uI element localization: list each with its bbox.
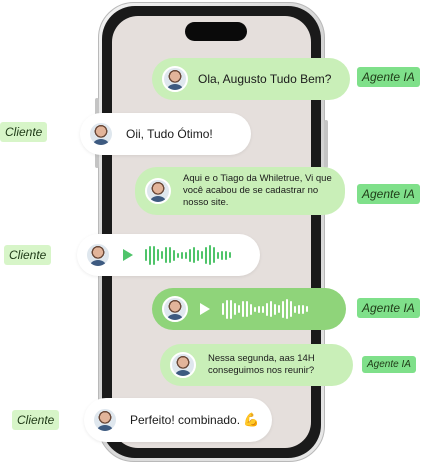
agent-avatar <box>162 296 188 322</box>
waveform-bar <box>282 300 284 318</box>
waveform-bar <box>238 305 240 313</box>
client-audio-bubble[interactable] <box>77 234 260 276</box>
message-text: Ola, Augusto Tudo Bem? <box>198 71 332 86</box>
client-label: Cliente <box>4 245 52 265</box>
client-avatar <box>85 242 111 268</box>
power-button <box>324 120 328 168</box>
agent-label: Agente IA <box>357 184 420 204</box>
waveform-bar <box>217 251 219 259</box>
waveform-bar <box>221 250 223 260</box>
client-avatar <box>92 407 118 433</box>
waveform-bar <box>149 245 151 265</box>
waveform-bar <box>197 249 199 261</box>
waveform-bar <box>181 251 183 259</box>
agent-audio-bubble[interactable] <box>152 288 346 330</box>
play-icon[interactable] <box>123 249 133 261</box>
message-text: Nessa segunda, aas 14H conseguimos nos r… <box>208 353 315 376</box>
waveform-bar <box>234 303 236 315</box>
flexed-biceps-emoji: 💪 <box>243 411 260 427</box>
client-message-bubble[interactable]: Perfeito! combinado.💪 <box>84 398 272 442</box>
waveform-bar <box>246 301 248 317</box>
waveform-bar <box>306 306 308 312</box>
agent-label: Agente IA <box>357 67 420 87</box>
waveform-bar <box>278 305 280 313</box>
waveform-bar <box>250 303 252 315</box>
waveform-bar <box>294 305 296 313</box>
agent-label: Agente IA <box>362 356 416 373</box>
waveform-bar <box>173 249 175 261</box>
waveform-bar <box>254 306 256 312</box>
agent-label: Agente IA <box>357 298 420 318</box>
message-text: Aqui e o Tiago da Whiletrue, Vi que você… <box>183 173 332 208</box>
dynamic-island <box>185 22 247 41</box>
agent-avatar <box>162 66 188 92</box>
waveform-bar <box>193 247 195 263</box>
message-text-body: Perfeito! combinado. <box>130 412 241 427</box>
waveform-bar <box>165 247 167 263</box>
waveform-bar <box>242 301 244 317</box>
message-text: Perfeito! combinado.💪 <box>130 412 259 428</box>
agent-avatar <box>170 352 196 378</box>
waveform-bar <box>222 303 224 315</box>
waveform-bar <box>161 251 163 259</box>
waveform-bar <box>213 247 215 263</box>
waveform-bar <box>225 250 227 260</box>
waveform-bar <box>153 245 155 265</box>
waveform-bar <box>205 246 207 264</box>
waveform-bar <box>157 249 159 261</box>
waveform-bar <box>189 248 191 262</box>
waveform-bar <box>177 252 179 258</box>
waveform-bar <box>145 249 147 261</box>
waveform-bar <box>262 305 264 313</box>
client-label: Cliente <box>0 122 48 142</box>
waveform-bar <box>226 299 228 319</box>
waveform-bar <box>229 252 231 258</box>
audio-waveform-icon <box>145 243 231 267</box>
waveform-bar <box>230 299 232 319</box>
waveform-bar <box>185 251 187 259</box>
agent-message-bubble[interactable]: Nessa segunda, aas 14H conseguimos nos r… <box>160 344 353 386</box>
waveform-bar <box>302 304 304 314</box>
waveform-bar <box>201 251 203 259</box>
audio-waveform-icon <box>222 297 308 321</box>
agent-avatar <box>145 178 171 204</box>
waveform-bar <box>266 302 268 316</box>
play-icon[interactable] <box>200 303 210 315</box>
agent-message-bubble[interactable]: Aqui e o Tiago da Whiletrue, Vi que você… <box>135 167 345 215</box>
client-avatar <box>88 121 114 147</box>
waveform-bar <box>258 305 260 313</box>
waveform-bar <box>298 304 300 314</box>
waveform-bar <box>270 301 272 317</box>
waveform-bar <box>286 299 288 319</box>
waveform-bar <box>209 245 211 265</box>
waveform-bar <box>169 247 171 263</box>
waveform-bar <box>274 303 276 315</box>
message-text: Oii, Tudo Ótimo! <box>126 126 213 141</box>
waveform-bar <box>290 301 292 317</box>
agent-message-bubble[interactable]: Ola, Augusto Tudo Bem? <box>152 58 350 100</box>
client-message-bubble[interactable]: Oii, Tudo Ótimo! <box>80 113 251 155</box>
client-label: Cliente <box>12 410 60 430</box>
